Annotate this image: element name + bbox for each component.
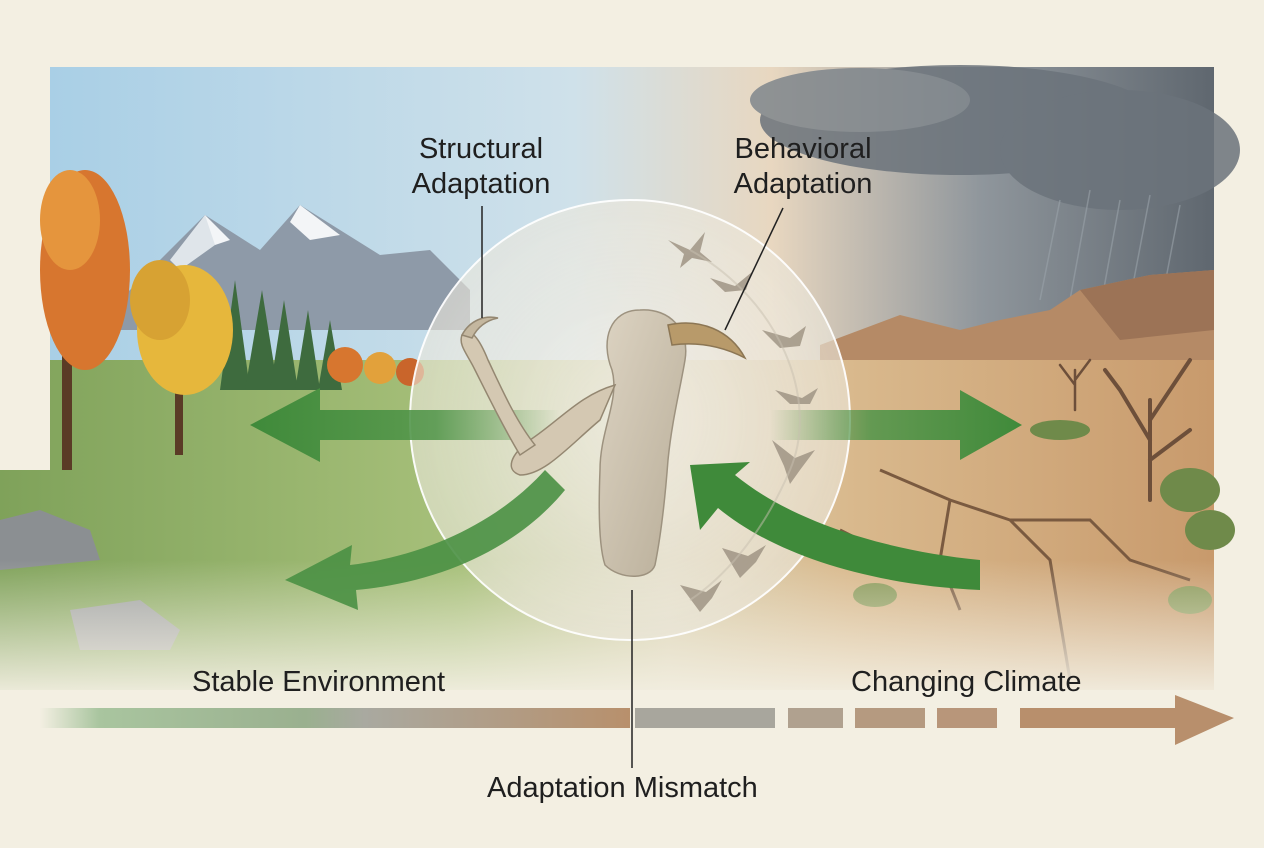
behavioral-leader [724, 207, 784, 331]
structural-label-line1: Structural [418, 133, 544, 165]
storm-cloud-icon [750, 65, 1240, 210]
mesa-cliffs [820, 270, 1214, 380]
behavioral-adaptation-label: Behavioral Adaptation [718, 132, 888, 202]
timeline-arrow [40, 695, 1234, 745]
behavioral-label-line2: Adaptation [733, 168, 873, 200]
behavioral-label-line1: Behavioral [734, 133, 872, 165]
tree-icon [40, 170, 233, 470]
flight-path [689, 249, 801, 601]
structural-adaptation-label: Structural Adaptation [396, 132, 566, 202]
stable-environment-label: Stable Environment [192, 666, 446, 698]
forest-line [220, 280, 342, 390]
adaptation-mismatch-label: Adaptation Mismatch [487, 772, 758, 804]
structural-label-line2: Adaptation [411, 168, 551, 200]
bird-icon [598, 309, 747, 577]
dead-tree-icon [1058, 358, 1192, 502]
arrow-icon [250, 388, 1022, 610]
claw-arm-icon [460, 316, 617, 476]
changing-climate-label: Changing Climate [851, 666, 1082, 698]
